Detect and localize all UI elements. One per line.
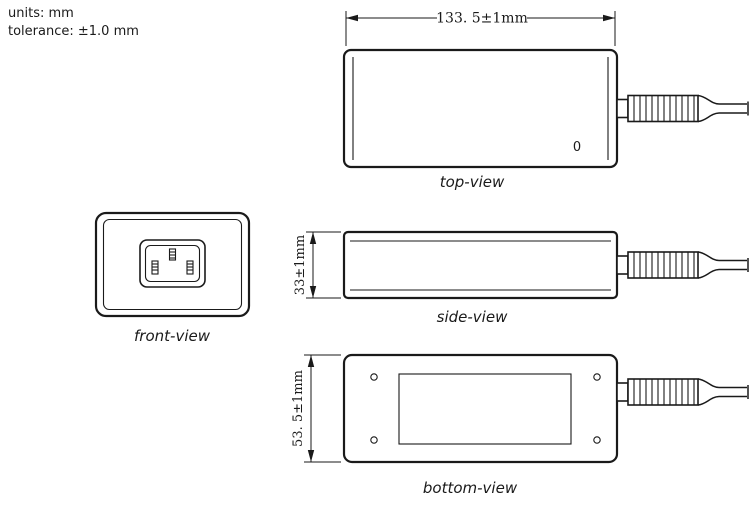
iec-inlet (139, 239, 206, 288)
drawing-notes: units: mm tolerance: ±1.0 mm (8, 5, 139, 40)
top-view-width-dimension: 133. 5±1mm (345, 11, 616, 46)
top-view-label: top-view (440, 173, 505, 191)
arrowhead-left (346, 14, 358, 22)
side-view-height-dimension: 33±1mm (293, 231, 341, 299)
front-view-label: front-view (134, 327, 211, 345)
arrowhead-right (603, 14, 615, 22)
label-recess-area (398, 373, 572, 445)
arrowhead-top (307, 355, 315, 367)
screw-hole-bottom-right (593, 436, 601, 444)
screw-hole-top-right (593, 373, 601, 381)
adapter-body-side (342, 230, 619, 300)
inlet-pin-left (151, 260, 159, 275)
power-cable-top (616, 94, 749, 123)
case-marking: 0 (573, 140, 581, 155)
side-height-dimension-text: 33±1mm (293, 235, 308, 295)
side-view: 33±1mm side-view (293, 230, 749, 326)
arrowhead-bottom (307, 450, 315, 462)
bottom-view-label: bottom-view (423, 479, 518, 497)
top-view: 133. 5±1mm 0 top-view (342, 11, 749, 191)
tolerance-note: tolerance: ±1.0 mm (8, 23, 139, 39)
power-cable-bottom (616, 378, 749, 406)
front-face-contour (102, 218, 243, 311)
arrowhead-top (309, 232, 317, 244)
screw-holes (370, 373, 601, 444)
arrowhead-bottom (309, 286, 317, 298)
bottom-view-height-dimension: 53. 5±1mm (291, 354, 341, 463)
width-dimension-text: 133. 5±1mm (436, 11, 528, 27)
adapter-body-bottom (342, 353, 619, 464)
bottom-height-dimension-text: 53. 5±1mm (291, 370, 306, 447)
units-note: units: mm (8, 6, 74, 21)
screw-hole-top-left (370, 373, 378, 381)
inlet-pin-ground (168, 248, 177, 261)
side-view-label: side-view (437, 308, 508, 326)
bottom-view: 53. 5±1mm bottom-view (291, 353, 749, 497)
front-view: front-view (94, 211, 251, 345)
inlet-recess (144, 244, 201, 283)
power-cable-side (616, 251, 749, 279)
inlet-pin-right (186, 260, 194, 275)
screw-hole-bottom-left (370, 436, 378, 444)
inlet-outer (139, 239, 206, 288)
